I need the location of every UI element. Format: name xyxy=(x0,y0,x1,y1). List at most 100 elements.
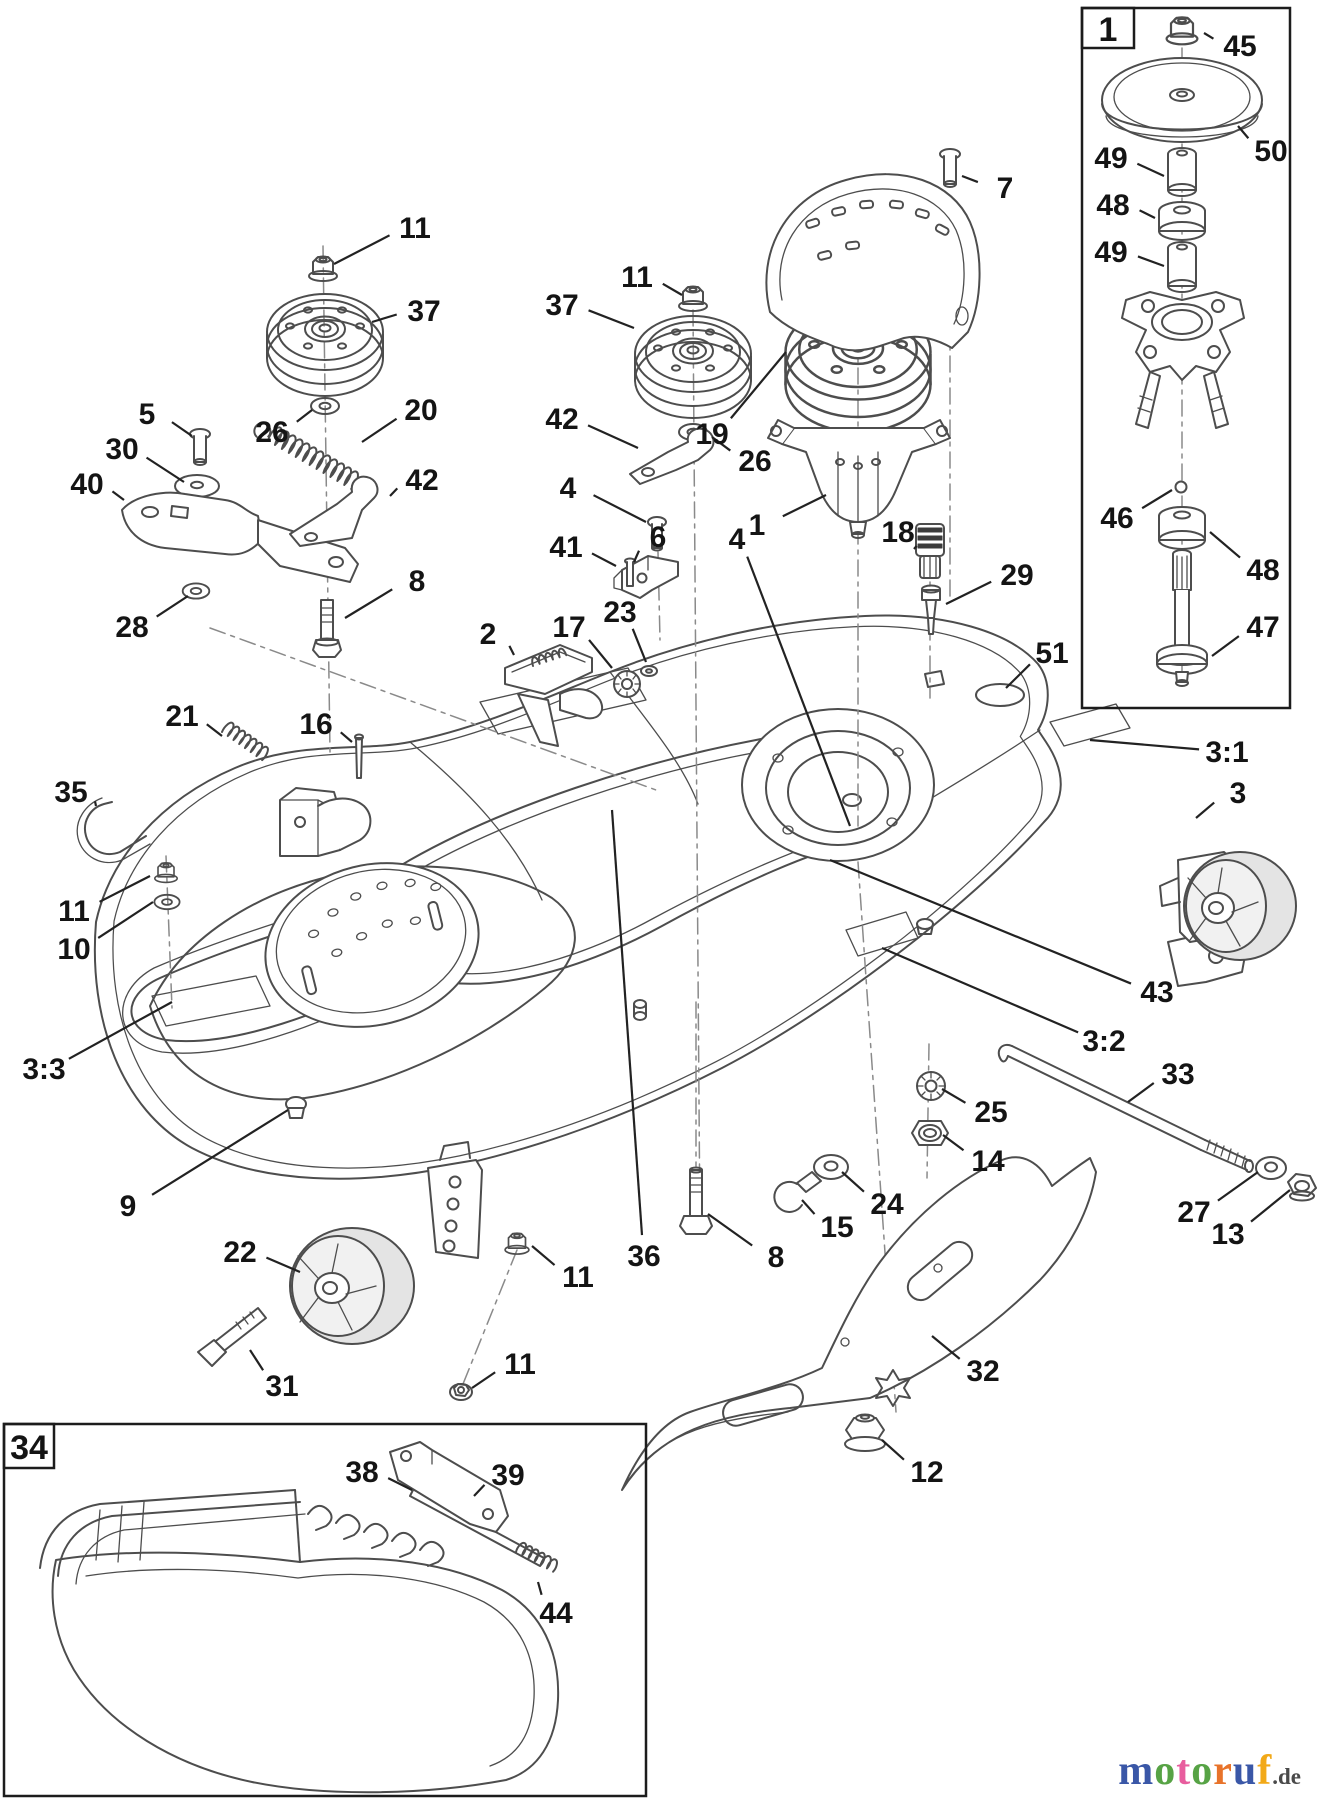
clevis-pin-6 xyxy=(624,557,636,587)
mower-blade-32 xyxy=(621,1156,1097,1491)
callout-label-42: 42 xyxy=(405,464,438,497)
motoruf-logo-tld: .de xyxy=(1272,1764,1301,1789)
callout-leader-14 xyxy=(942,1134,965,1152)
callout-label-8: 8 xyxy=(409,565,426,598)
callout-label-37: 37 xyxy=(545,289,578,322)
callout-leader-1 xyxy=(782,494,827,518)
idler-arm-2 xyxy=(504,644,604,747)
blade-star-hole xyxy=(875,1369,911,1407)
decal-plate-3-3 xyxy=(151,975,271,1027)
callout-leader-17 xyxy=(588,639,613,669)
callout-label-50: 50 xyxy=(1254,135,1287,168)
front-caster-bracket xyxy=(427,1141,483,1259)
callout-label-11: 11 xyxy=(621,261,653,294)
logo-letter: o xyxy=(1154,1748,1177,1794)
callout-leader-11 xyxy=(662,282,683,296)
callout-label-22: 22 xyxy=(223,1236,256,1269)
callout-label-36: 36 xyxy=(627,1240,660,1273)
callout-leader-13 xyxy=(1250,1189,1291,1223)
callout-leader-20 xyxy=(361,417,398,443)
callout-leader-11 xyxy=(531,1245,556,1266)
callout-label-32: 32 xyxy=(966,1355,999,1388)
inset-spindle-detail xyxy=(1101,16,1263,687)
callout-label-15: 15 xyxy=(820,1211,853,1244)
callout-label-3:2: 3:2 xyxy=(1082,1025,1125,1058)
callout-label-40: 40 xyxy=(70,468,103,501)
callout-leader-45 xyxy=(1203,32,1215,40)
logo-letter: m xyxy=(1118,1748,1155,1794)
callout-label-3: 3 xyxy=(1230,777,1247,810)
callout-label-24: 24 xyxy=(870,1188,904,1221)
callout-leader-38 xyxy=(387,1477,413,1491)
spacer-49b xyxy=(1167,241,1197,293)
callout-leader-16 xyxy=(340,731,353,743)
spring-44 xyxy=(515,1541,558,1573)
inset-1-frame xyxy=(1080,6,1292,710)
belt-cover-19 xyxy=(765,148,981,352)
callout-leader-42 xyxy=(389,487,399,497)
callout-leader-29 xyxy=(945,580,992,605)
callout-leader-49 xyxy=(1136,162,1165,177)
callout-label-33: 33 xyxy=(1161,1058,1194,1091)
callout-leader-43 xyxy=(829,858,1132,985)
spindle-housing xyxy=(767,419,951,539)
nut-45 xyxy=(1165,16,1199,46)
callout-leader-9 xyxy=(151,1109,289,1196)
callout-leader-48 xyxy=(1209,531,1241,559)
callout-leader-18 xyxy=(913,545,918,550)
washer-23 xyxy=(640,665,658,677)
left-idler-group xyxy=(121,255,384,658)
bearing-48a xyxy=(1158,201,1206,241)
callout-label-42: 42 xyxy=(545,403,578,436)
callout-leader-46 xyxy=(1141,489,1173,510)
bolt-4a xyxy=(647,516,667,552)
star-washer-25 xyxy=(916,1071,946,1101)
callout-leader-28 xyxy=(156,595,189,618)
chute-weldment xyxy=(39,1489,560,1794)
inset-34-frame xyxy=(2,1422,648,1798)
callout-leader-3:2 xyxy=(881,946,1079,1034)
star-adapter-17 xyxy=(613,670,641,698)
callout-leader-36 xyxy=(610,809,644,1236)
callout-leader-25 xyxy=(941,1088,967,1104)
callout-leader-24 xyxy=(841,1171,865,1193)
callout-leader-27 xyxy=(1217,1171,1259,1202)
callout-label-16: 16 xyxy=(299,708,332,741)
callout-label-2: 2 xyxy=(480,618,497,651)
callout-leader-35 xyxy=(93,801,98,807)
deck-studs xyxy=(633,918,934,1021)
callout-label-6: 6 xyxy=(650,521,667,554)
callout-label-30: 30 xyxy=(105,433,138,466)
callout-label-51: 51 xyxy=(1035,637,1068,670)
lock-pin-15 xyxy=(773,1171,822,1213)
motoruf-logo-letters: motoruf xyxy=(1118,1748,1272,1794)
spindle-housing-casting xyxy=(1121,291,1245,429)
callout-label-11: 11 xyxy=(58,895,90,928)
callout-leader-11 xyxy=(99,875,151,903)
hook-bracket-42-left xyxy=(289,475,379,547)
left-spindle-cover xyxy=(264,862,480,1028)
callout-leader-48 xyxy=(1139,209,1156,219)
callout-label-11: 11 xyxy=(399,212,431,245)
callout-label-4: 4 xyxy=(729,523,746,556)
logo-letter: f xyxy=(1257,1748,1273,1794)
callout-leader-5 xyxy=(171,421,193,437)
callout-leader-19 xyxy=(730,351,787,419)
pulley-50 xyxy=(1101,57,1263,143)
callout-label-1: 1 xyxy=(749,509,766,542)
logo-letter: t xyxy=(1176,1748,1192,1794)
bolt-8-lower xyxy=(679,1166,713,1235)
grease-fitting-29 xyxy=(921,584,941,635)
callout-leader-26 xyxy=(296,409,313,423)
callout-label-49: 49 xyxy=(1094,236,1127,269)
flange-nut-13 xyxy=(1287,1173,1317,1202)
hook-bracket-belt-guide xyxy=(317,797,372,851)
callout-leader-4 xyxy=(746,556,852,827)
callout-leader-49 xyxy=(1137,255,1165,268)
callout-label-48: 48 xyxy=(1246,554,1279,587)
callout-label-3:1: 3:1 xyxy=(1205,736,1248,769)
callout-leader-11 xyxy=(471,1371,496,1389)
